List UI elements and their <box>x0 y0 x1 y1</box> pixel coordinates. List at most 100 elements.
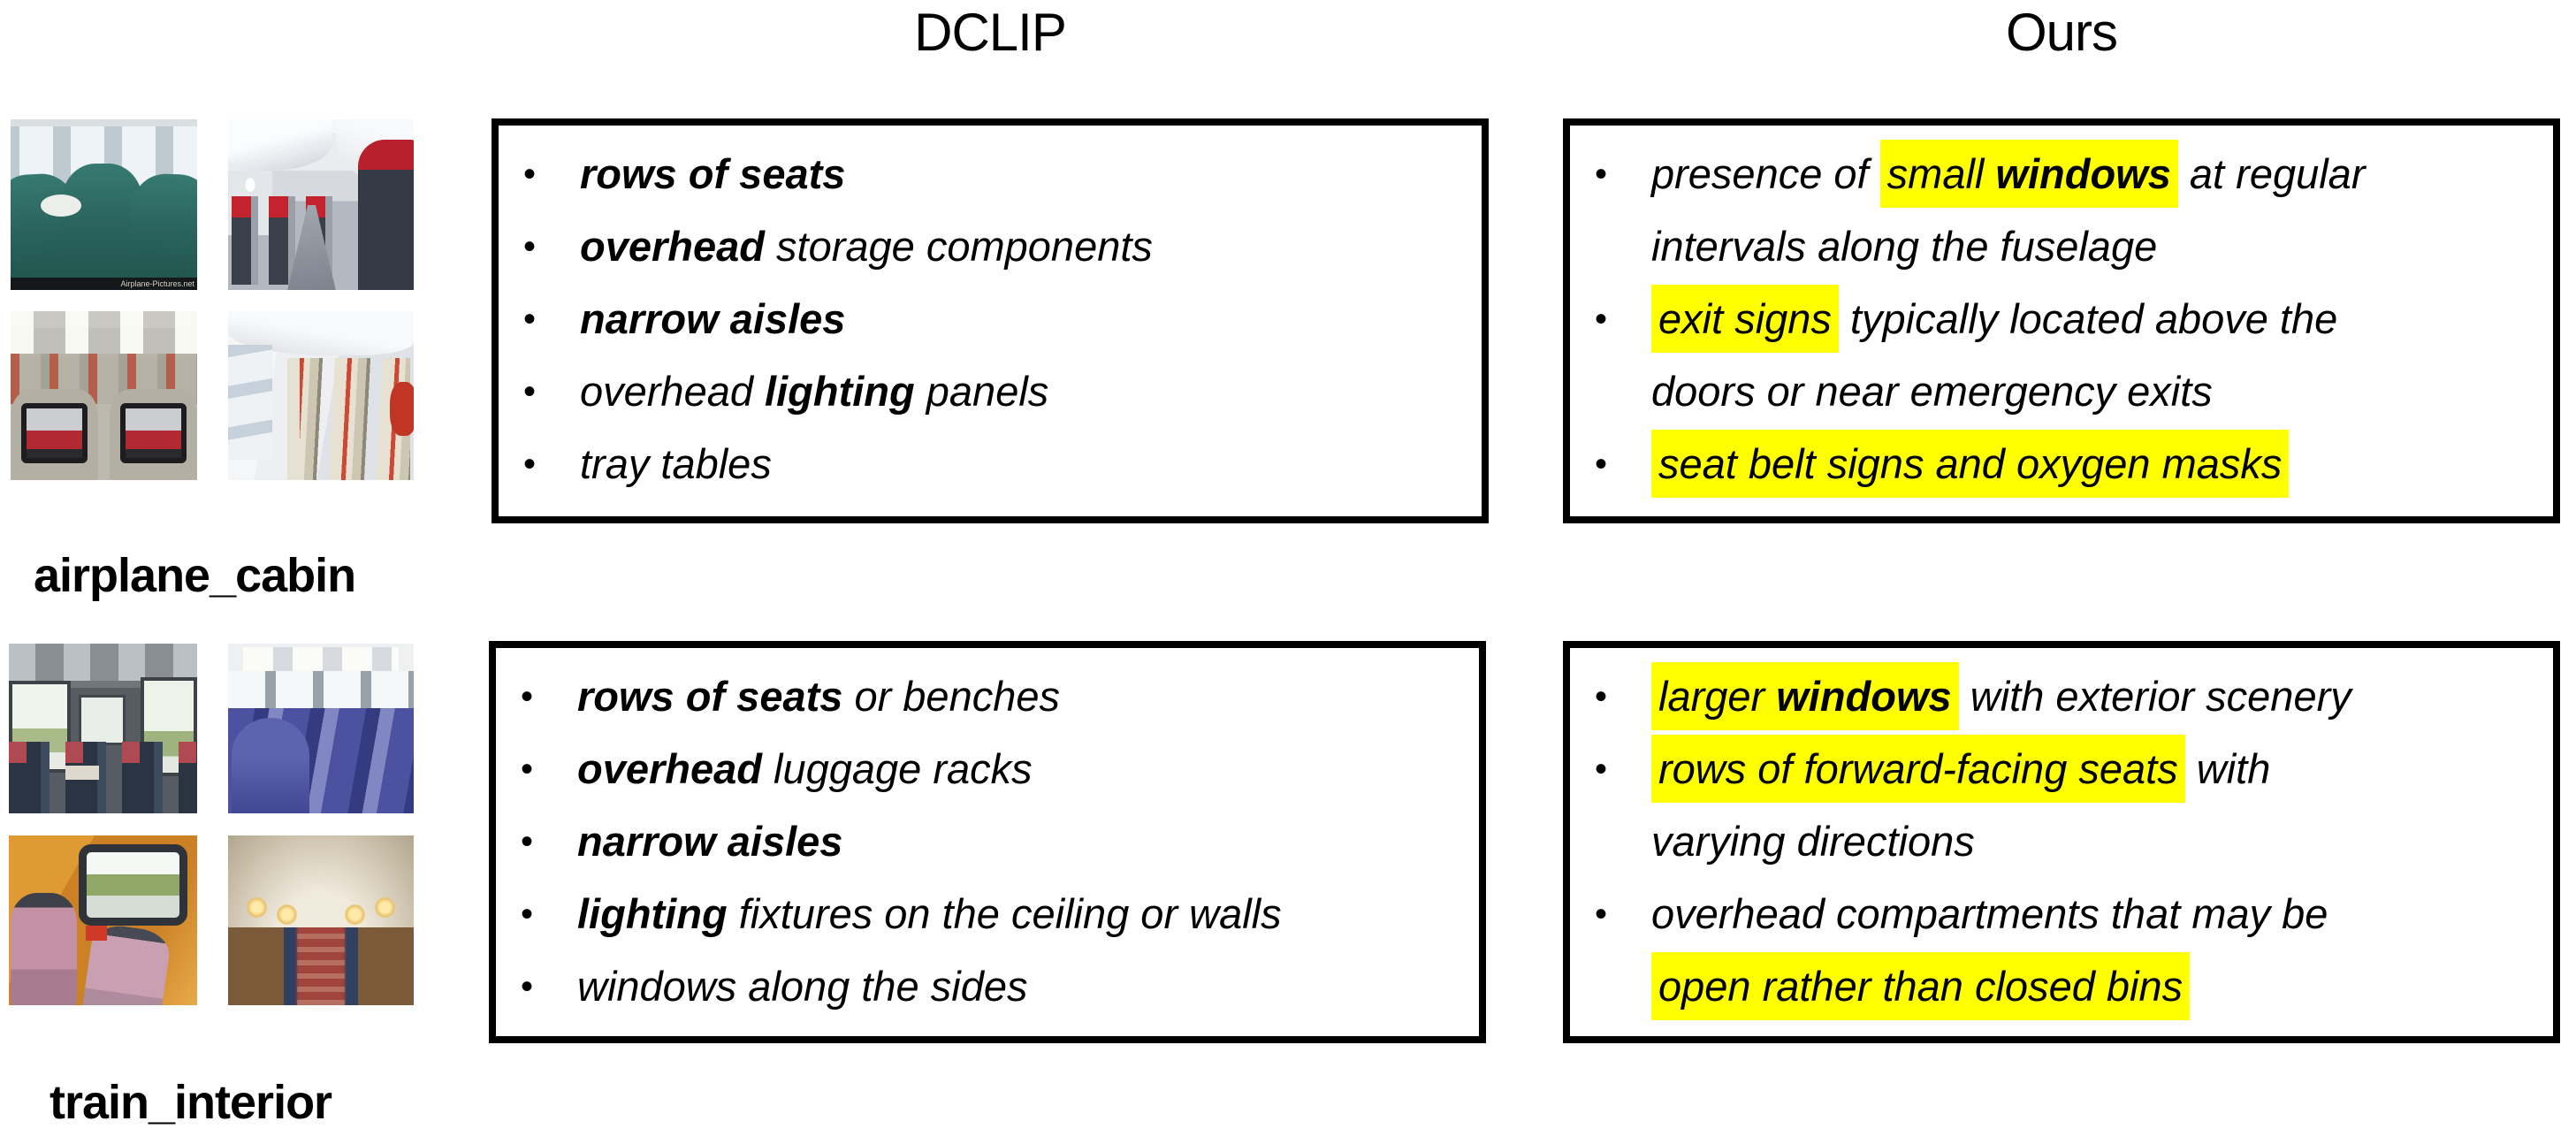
bullet-text: overhead lighting panels <box>580 355 1469 428</box>
bullet-item: •tray tables <box>523 428 1469 500</box>
photo-carpet-pattern <box>296 927 346 1005</box>
text-segment: fixtures on the ceiling or walls <box>727 890 1282 937</box>
highlight: exit signs <box>1651 285 1839 353</box>
photo-table-shape <box>65 766 100 780</box>
bullet-line: doors or near emergency exits <box>1651 355 2541 428</box>
photo-lamp-glow <box>276 903 297 926</box>
class-label-airplane-cabin: airplane_cabin <box>34 549 356 602</box>
ours-box-train-interior: •larger windows with exterior scenery • ro… <box>1563 641 2560 1043</box>
text-segment: panels <box>914 368 1049 415</box>
photo-pillow-shape <box>40 194 82 217</box>
bullet-dot: • <box>523 372 537 411</box>
text-segment: with exterior scenery <box>1958 673 2351 720</box>
bullet-line: narrow aisles <box>580 283 1469 355</box>
bullet-text: seat belt signs and oxygen masks <box>1651 428 2541 500</box>
highlight: rows of forward-facing seats <box>1651 735 2185 803</box>
text-segment: tray tables <box>580 440 772 487</box>
train-photo-commuter <box>9 644 197 813</box>
photo-ceiling-lights <box>11 311 197 354</box>
bullet-text: overhead luggage racks <box>577 733 1467 805</box>
bullet-item: • seat belt signs and oxygen masks <box>1595 428 2541 500</box>
photo-window <box>78 843 188 926</box>
bullet-dot: • <box>523 300 537 339</box>
bullet-text: overhead storage components <box>580 210 1469 283</box>
text-segment: typically located above the <box>1838 295 2338 342</box>
column-header-dclip: DCLIP <box>914 3 1067 62</box>
airplane-photo-seatback-screens <box>11 311 197 480</box>
photo-window <box>78 694 126 746</box>
dclip-box-airplane-cabin: •rows of seats•overhead storage componen… <box>492 118 1489 523</box>
bullet-text: larger windows with exterior scenery <box>1651 660 2541 733</box>
bullet-text: narrow aisles <box>580 283 1469 355</box>
bullet-line: exit signs typically located above the <box>1651 283 2541 355</box>
photo-seat-shape <box>11 893 77 1005</box>
bullet-item: •overhead storage components <box>523 210 1469 283</box>
photo-foreground-seat <box>358 140 414 290</box>
highlight: seat belt signs and oxygen masks <box>1651 430 2290 498</box>
bullet-line: seat belt signs and oxygen masks <box>1651 428 2541 500</box>
bullet-line: overhead luggage racks <box>577 733 1467 805</box>
text-segment: overhead <box>580 368 766 415</box>
text-segment: varying directions <box>1651 818 1975 865</box>
photo-seat-with-screen <box>109 388 197 480</box>
bullet-dot: • <box>1595 895 1608 934</box>
bullet-item: •larger windows with exterior scenery <box>1595 660 2541 733</box>
photo-tables-and-carpet <box>228 927 414 1005</box>
photo-foreground-seat <box>232 718 310 813</box>
text-segment: presence of <box>1651 150 1880 197</box>
photo-window-strip <box>228 345 273 461</box>
text-segment: windows along the sides <box>577 963 1028 1010</box>
bullet-item: • narrow aisles <box>521 805 1467 878</box>
bullet-line: larger windows with exterior scenery <box>1651 660 2541 733</box>
text-segment: or benches <box>842 673 1060 720</box>
class-label-train-interior: train_interior <box>50 1076 332 1129</box>
photo-credit-bar: Airplane-Pictures.net <box>11 278 197 290</box>
bullet-dot: • <box>521 895 534 934</box>
bullet-text: presence of small windows at regular inte… <box>1651 138 2541 283</box>
bullet-dot: • <box>521 677 534 716</box>
bullet-dot: • <box>1595 155 1608 194</box>
train-photo-purple-seats <box>228 644 414 813</box>
text-segment: narrow aisles <box>577 818 843 865</box>
photo-lamp-glow <box>345 903 366 926</box>
photo-credit-text: Airplane-Pictures.net <box>120 279 194 288</box>
highlight: small windows <box>1879 140 2178 208</box>
bullet-line: lighting fixtures on the ceiling or wall… <box>577 878 1467 950</box>
bullet-line: narrow aisles <box>577 805 1467 878</box>
train-photo-compartment <box>9 835 197 1005</box>
bullet-item: • presence of small windows at regular int… <box>1595 138 2541 283</box>
text-segment: rows of forward-facing seats <box>1658 745 2178 792</box>
bullet-dot: • <box>1595 445 1608 484</box>
text-segment: rows of seats <box>580 150 846 197</box>
bullet-line: windows along the sides <box>577 950 1467 1023</box>
photo-overhead-bin <box>228 119 332 171</box>
bullet-dot: • <box>1595 300 1608 339</box>
text-segment: windows <box>1776 673 1952 720</box>
highlight: open rather than closed bins <box>1651 952 2191 1020</box>
text-segment: intervals along the fuselage <box>1651 223 2158 270</box>
photo-person-shape <box>389 382 414 437</box>
text-segment: open rather than closed bins <box>1658 963 2184 1010</box>
bullet-text: tray tables <box>580 428 1469 500</box>
bullet-text: rows of forward-facing seats with varying… <box>1651 733 2541 878</box>
bullet-dot: • <box>521 822 534 861</box>
text-segment: larger <box>1658 673 1777 720</box>
text-segment: with <box>2184 745 2271 792</box>
text-segment: exit signs <box>1658 295 1832 342</box>
bullet-line: overhead lighting panels <box>580 355 1469 428</box>
bullet-dot: • <box>523 155 537 194</box>
photo-ceiling-lights <box>242 646 400 671</box>
bullet-item: • narrow aisles <box>523 283 1469 355</box>
text-segment: overhead <box>580 223 765 270</box>
bullet-line: presence of small windows at regular <box>1651 138 2541 210</box>
bullet-line: open rather than closed bins <box>1651 950 2541 1023</box>
bullet-item: •overhead luggage racks <box>521 733 1467 805</box>
bullet-item: • lighting fixtures on the ceiling or wal… <box>521 878 1467 950</box>
text-segment: seat belt signs and oxygen masks <box>1658 440 2283 487</box>
photo-seat-shape <box>127 172 197 290</box>
bullet-item: •windows along the sides <box>521 950 1467 1023</box>
